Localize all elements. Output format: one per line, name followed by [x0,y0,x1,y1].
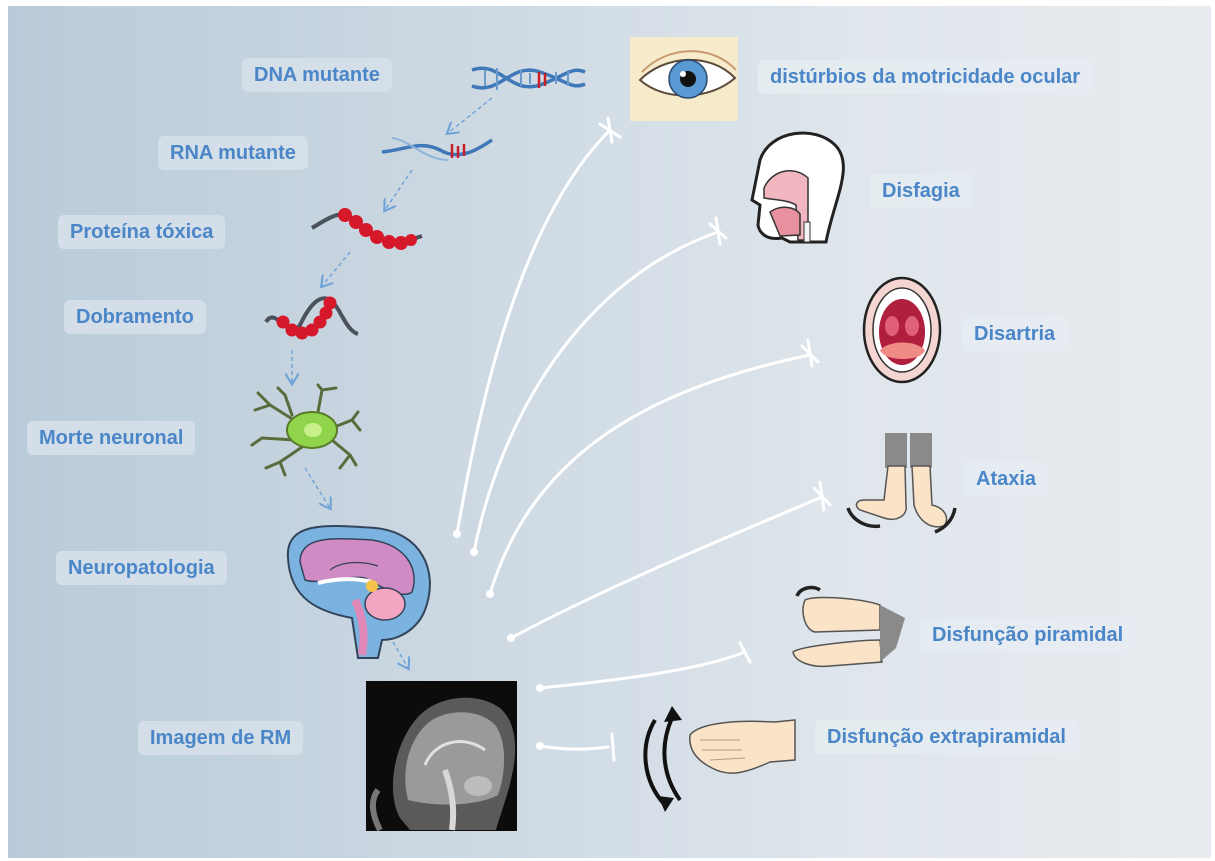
arrow-rna-protein [385,170,412,210]
label-morte-neuronal: Morte neuronal [27,421,195,455]
hand-tremor-icon [645,706,795,812]
connector-dysarthria [490,355,810,594]
neuron-icon [252,385,360,475]
connector-ocular [457,130,610,534]
label-disfuncao-extrapiramidal: Disfunção extrapiramidal [815,720,1078,754]
connector-ataxia [511,497,822,638]
open-mouth-icon [864,278,940,382]
connector-extrapyramidal [540,746,608,749]
arrow-brain-mri [393,642,408,668]
label-rna-mutante: RNA mutante [158,136,308,170]
label-dna-mutante: DNA mutante [242,58,392,92]
arrow-neuron-brain [305,468,330,508]
label-dobramento: Dobramento [64,300,206,334]
label-ataxia: Ataxia [964,462,1048,496]
connector-pyramidal [540,652,745,688]
mri-scan-icon [366,681,517,831]
toxic-protein-icon [312,208,422,250]
eye-icon [630,37,738,121]
legs-flexion-icon [793,588,905,667]
label-proteina-toxica: Proteína tóxica [58,215,225,249]
head-profile-icon [752,133,843,242]
walking-feet-icon [848,433,955,532]
arrow-dna-rna [448,98,492,133]
label-disfuncao-piramidal: Disfunção piramidal [920,618,1135,652]
rna-icon [382,138,492,160]
label-neuropatologia: Neuropatologia [56,551,227,585]
arrow-protein-fold [322,252,350,286]
dna-icon [472,68,585,90]
label-imagem-rm: Imagem de RM [138,721,303,755]
label-disturbios-motricidade-ocular: distúrbios da motricidade ocular [758,60,1092,94]
label-disfagia: Disfagia [870,174,972,208]
label-disartria: Disartria [962,317,1067,351]
folded-protein-icon [266,297,358,340]
brain-sagittal-icon [288,526,430,658]
